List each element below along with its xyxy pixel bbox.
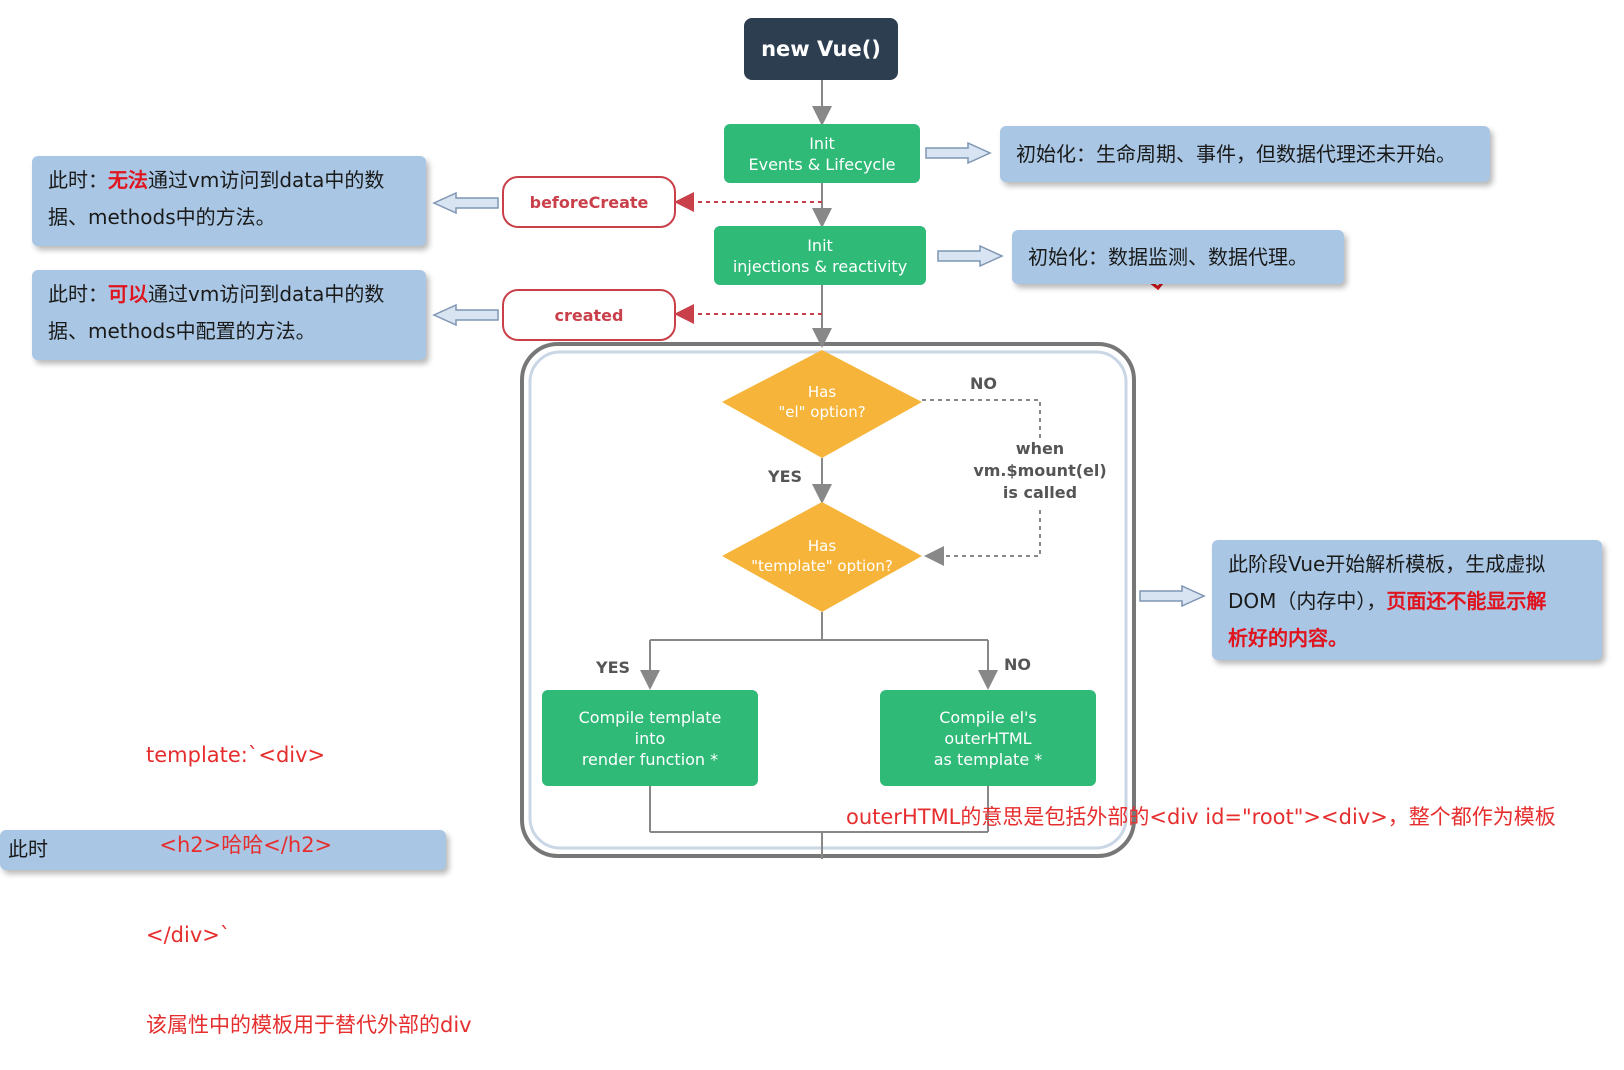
template-code-line2: <h2>哈哈</h2>: [146, 833, 333, 857]
when-mount-line3: is called: [1002, 483, 1078, 502]
before-create-note-rest: 通过vm访问到data中的数: [148, 168, 385, 192]
decision-template-line1: Has: [807, 537, 837, 555]
template-phase-note-line2: DOM（内存中），: [1228, 589, 1387, 613]
compile-template-line1: Compile template: [578, 707, 722, 727]
created-label: created: [554, 305, 624, 325]
init-events-node: Init Events & Lifecycle: [724, 124, 920, 183]
when-mount-line2: vm.$mount(el): [973, 461, 1107, 480]
init-injections-line1: Init: [807, 235, 833, 255]
decision-el-label: Has "el" option?: [752, 374, 892, 430]
decision-template-label: Has "template" option?: [732, 528, 912, 584]
compile-el-line1: Compile el's: [939, 707, 1037, 727]
when-mount-line1: when: [1015, 439, 1065, 458]
yes-label-2: YES: [596, 658, 631, 677]
init-injections-note: 初始化：数据监测、数据代理。: [1012, 230, 1344, 284]
created-note-rest: 通过vm访问到data中的数: [148, 282, 385, 306]
before-create-note: 此时：无法通过vm访问到data中的数 据、methods中的方法。: [32, 156, 426, 246]
compile-el-line3: as template *: [933, 749, 1043, 769]
no-label-1: NO: [970, 374, 997, 393]
before-create-hook: beforeCreate: [502, 176, 676, 228]
template-code-line4: 该属性中的模板用于替代外部的div: [146, 1013, 472, 1037]
template-code-annotation: template:`<div> <h2>哈哈</h2> </div>` 该属性中…: [146, 680, 472, 1070]
compile-el-line2: outerHTML: [944, 728, 1032, 748]
new-vue-node: new Vue(): [744, 18, 898, 80]
new-vue-label: new Vue(): [761, 37, 881, 61]
decision-template-line2: "template" option?: [751, 557, 893, 575]
before-create-note-line2: 据、methods中的方法。: [48, 205, 276, 229]
init-injections-note-prefix: 初始化: [1028, 245, 1088, 269]
created-note-highlight: 可以: [108, 282, 148, 306]
flow-connectors: [432, 80, 1314, 859]
template-phase-note-line3: 析好的内容。: [1228, 626, 1348, 650]
template-code-line1: template:`<div>: [146, 743, 326, 767]
compile-el-node: Compile el's outerHTML as template *: [880, 690, 1096, 786]
init-events-line1: Init: [809, 133, 835, 153]
decision-el-line2: "el" option?: [778, 403, 866, 421]
outer-html-text: outerHTML的意思是包括外部的<div id="root"><div>，整…: [846, 805, 1556, 829]
bottom-partial-note-text: 此时: [8, 837, 48, 861]
decision-el-line1: Has: [807, 383, 837, 401]
created-hook: created: [502, 289, 676, 341]
template-phase-note-highlight: 页面还不能显示解: [1386, 589, 1547, 613]
init-events-note: 初始化：生命周期、事件，但数据代理还未开始。: [1000, 126, 1490, 182]
before-create-note-prefix: 此时：: [48, 168, 108, 192]
init-events-line2: Events & Lifecycle: [748, 154, 896, 174]
init-injections-node: Init injections & reactivity: [714, 226, 926, 285]
compile-template-line3: render function *: [581, 749, 719, 769]
no-label-2: NO: [1004, 655, 1031, 674]
yes-label-1: YES: [768, 467, 803, 486]
decision-el-diamond: [722, 350, 922, 458]
init-injections-note-rest: ：数据监测、数据代理。: [1088, 245, 1308, 269]
before-create-note-highlight: 无法: [108, 168, 148, 192]
init-injections-line2: injections & reactivity: [732, 256, 908, 276]
created-note: 此时：可以通过vm访问到data中的数 据、methods中配置的方法。: [32, 270, 426, 360]
before-create-label: beforeCreate: [529, 192, 649, 212]
created-note-prefix: 此时：: [48, 282, 108, 306]
outer-html-annotation: outerHTML的意思是包括外部的<div id="root"><div>，整…: [846, 802, 1556, 832]
decision-template-diamond: [722, 502, 922, 612]
created-note-line2: 据、methods中配置的方法。: [48, 319, 316, 343]
template-code-line3: </div>`: [146, 923, 231, 947]
compile-template-line2: into: [634, 728, 666, 748]
template-phase-note: 此阶段Vue开始解析模板，生成虚拟 DOM（内存中），页面还不能显示解 析好的内…: [1212, 540, 1602, 660]
init-events-note-text: 初始化：生命周期、事件，但数据代理还未开始。: [1016, 142, 1456, 166]
compile-template-node: Compile template into render function *: [542, 690, 758, 786]
when-mount-label: when vm.$mount(el) is called: [960, 438, 1120, 504]
template-phase-note-line1: 此阶段Vue开始解析模板，生成虚拟: [1228, 552, 1546, 576]
